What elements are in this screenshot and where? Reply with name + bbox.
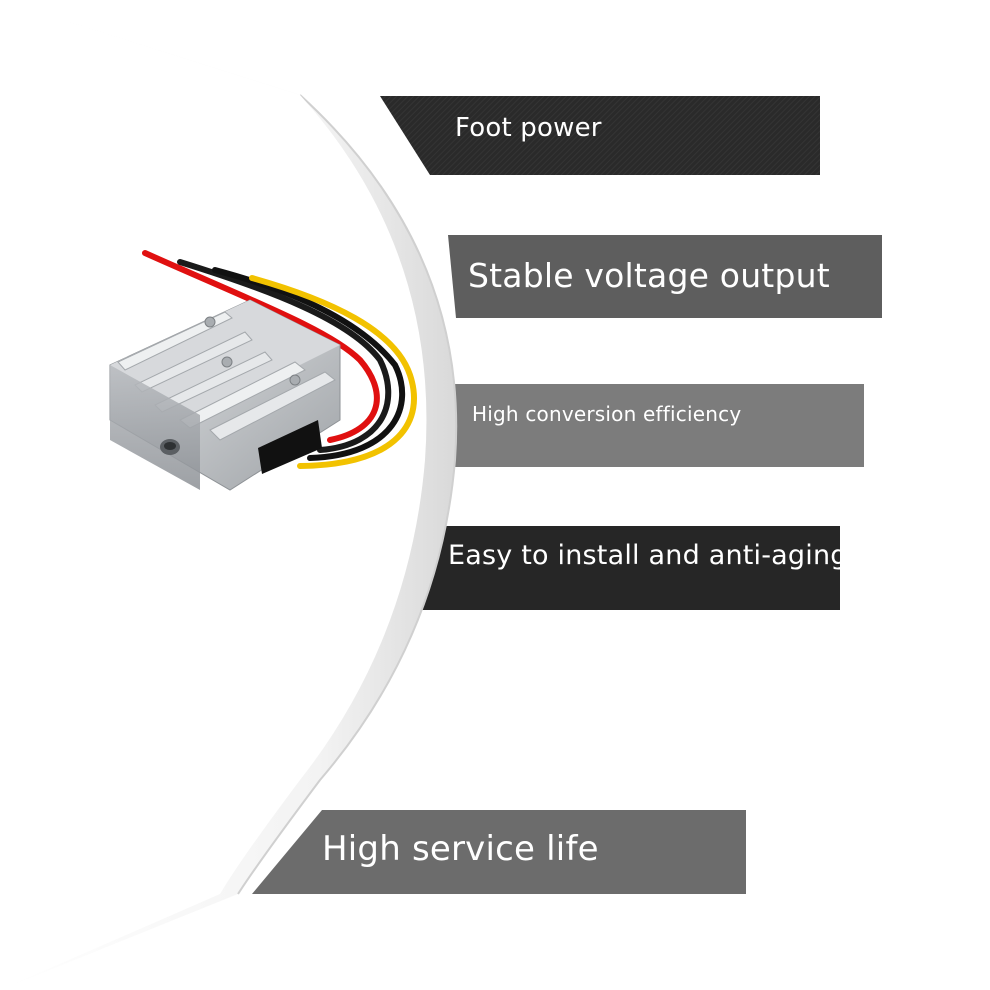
wires	[142, 250, 417, 469]
banner-2-shape	[448, 235, 882, 318]
banner-1-shape	[380, 96, 820, 175]
banner-3-shape	[440, 384, 864, 467]
converter-housing	[109, 299, 341, 491]
feature-foot-power: Foot power	[455, 113, 602, 143]
feature-service-life: High service life	[322, 829, 599, 869]
feature-easy-install: Easy to install and anti-aging	[448, 540, 848, 571]
banner-4-shape	[406, 526, 840, 610]
feature-conversion-efficiency: High conversion efficiency	[472, 402, 742, 426]
feature-stable-voltage: Stable voltage output	[468, 256, 830, 295]
banner-5-shape	[252, 810, 746, 894]
